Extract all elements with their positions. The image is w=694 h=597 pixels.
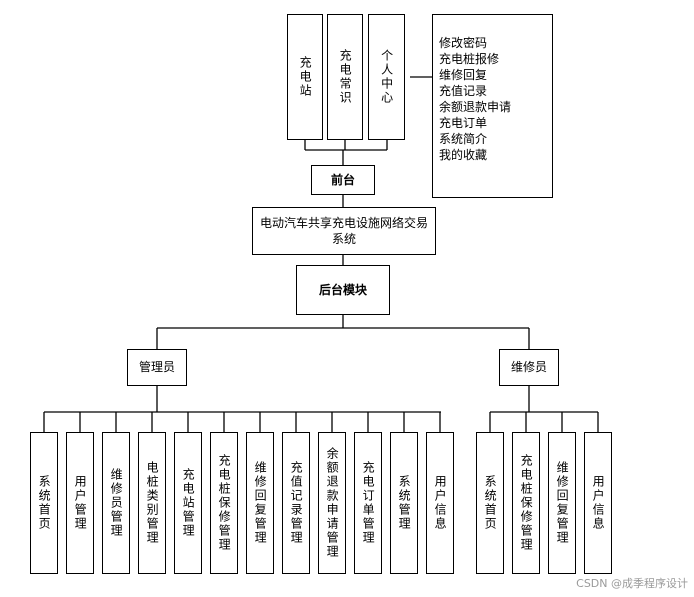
repairer-node: 维修员 — [499, 349, 559, 386]
admin-leaf: 余额退款申请管理 — [318, 432, 346, 574]
list-item: 维修回复 — [439, 68, 488, 82]
admin-node: 管理员 — [127, 349, 187, 386]
module-charging-station: 充电站 — [287, 14, 323, 140]
repairer-leaf: 系统首页 — [476, 432, 504, 574]
admin-leaf: 系统首页 — [30, 432, 58, 574]
admin-leaf: 维修员管理 — [102, 432, 130, 574]
list-item: 充电桩报修 — [439, 52, 500, 66]
admin-leaf: 电桩类别管理 — [138, 432, 166, 574]
repairer-leaf: 充电桩保修管理 — [512, 432, 540, 574]
admin-leaf: 用户管理 — [66, 432, 94, 574]
list-item: 充值记录 — [439, 84, 488, 98]
system-node: 电动汽车共享充电设施网络交易系统 — [252, 207, 436, 255]
watermark-text: CSDN @成季程序设计 — [576, 577, 688, 590]
admin-leaf: 用户信息 — [426, 432, 454, 574]
list-item: 充电订单 — [439, 116, 488, 130]
admin-leaf: 系统管理 — [390, 432, 418, 574]
list-item: 系统简介 — [439, 132, 488, 146]
admin-leaf: 充电桩保修管理 — [210, 432, 238, 574]
system-name: 电动汽车共享充电设施网络交易系统 — [259, 215, 428, 246]
frontend-node: 前台 — [311, 165, 375, 195]
module-personal-center: 个人中心 — [368, 14, 405, 140]
list-item: 余额退款申请 — [439, 100, 512, 114]
admin-leaf: 充电站管理 — [174, 432, 202, 574]
repairer-leaf: 维修回复管理 — [548, 432, 576, 574]
module-charging-knowledge: 充电常识 — [327, 14, 363, 140]
admin-leaf: 维修回复管理 — [246, 432, 274, 574]
backend-node: 后台模块 — [296, 265, 390, 315]
personal-center-list: 修改密码 充电桩报修 维修回复 充值记录 余额退款申请 充电订单 系统简介 我的… — [432, 14, 553, 198]
repairer-leaf: 用户信息 — [584, 432, 612, 574]
list-item: 我的收藏 — [439, 148, 488, 162]
list-item: 修改密码 — [439, 36, 488, 50]
admin-leaf: 充值记录管理 — [282, 432, 310, 574]
admin-leaf: 充电订单管理 — [354, 432, 382, 574]
